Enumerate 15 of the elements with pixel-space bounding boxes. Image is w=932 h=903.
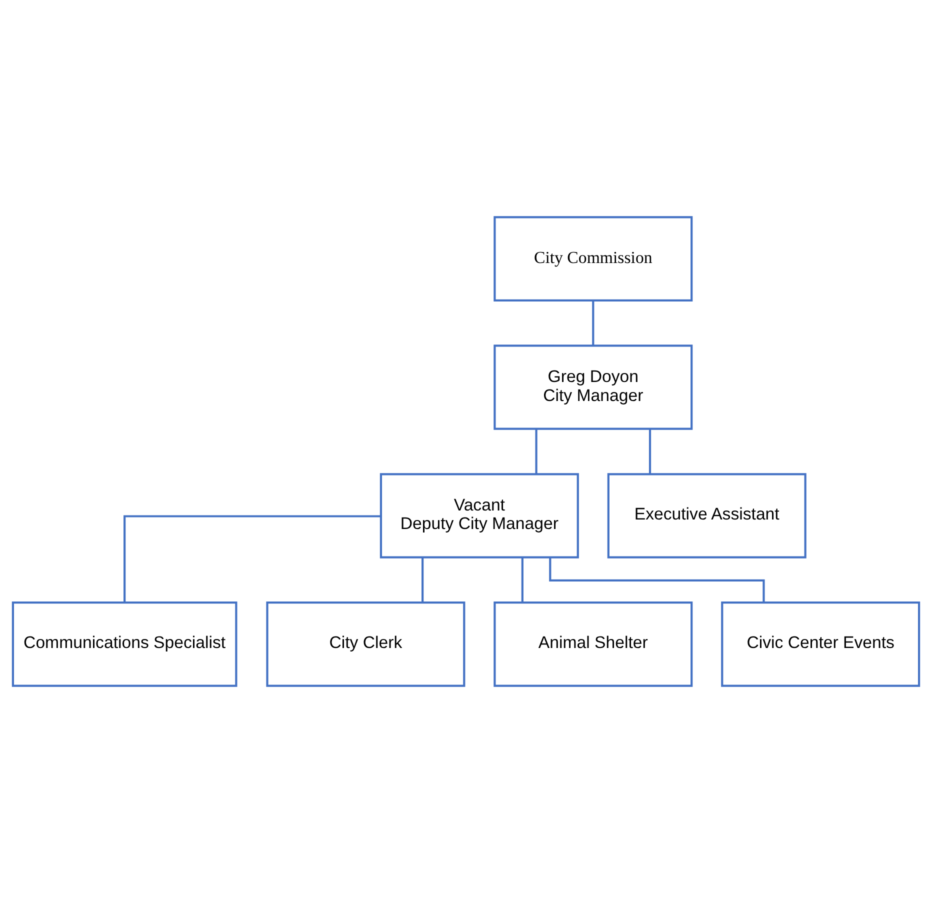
connector [124,515,381,602]
node-box: Vacant Deputy City Manager [380,473,579,558]
connector [521,557,524,602]
node-box: City Commission [494,216,693,302]
node-box: Executive Assistant [607,473,806,558]
connector [422,557,424,602]
connector [535,428,538,474]
connector [549,557,765,602]
node-box: City Clerk [266,602,466,687]
node-box: Greg Doyon City Manager [494,344,693,430]
connector [648,428,652,474]
node-box: Animal Shelter [494,602,693,687]
connector [592,300,594,346]
node-box: Civic Center Events [721,602,920,687]
node-box: Communications Specialist [12,602,238,687]
